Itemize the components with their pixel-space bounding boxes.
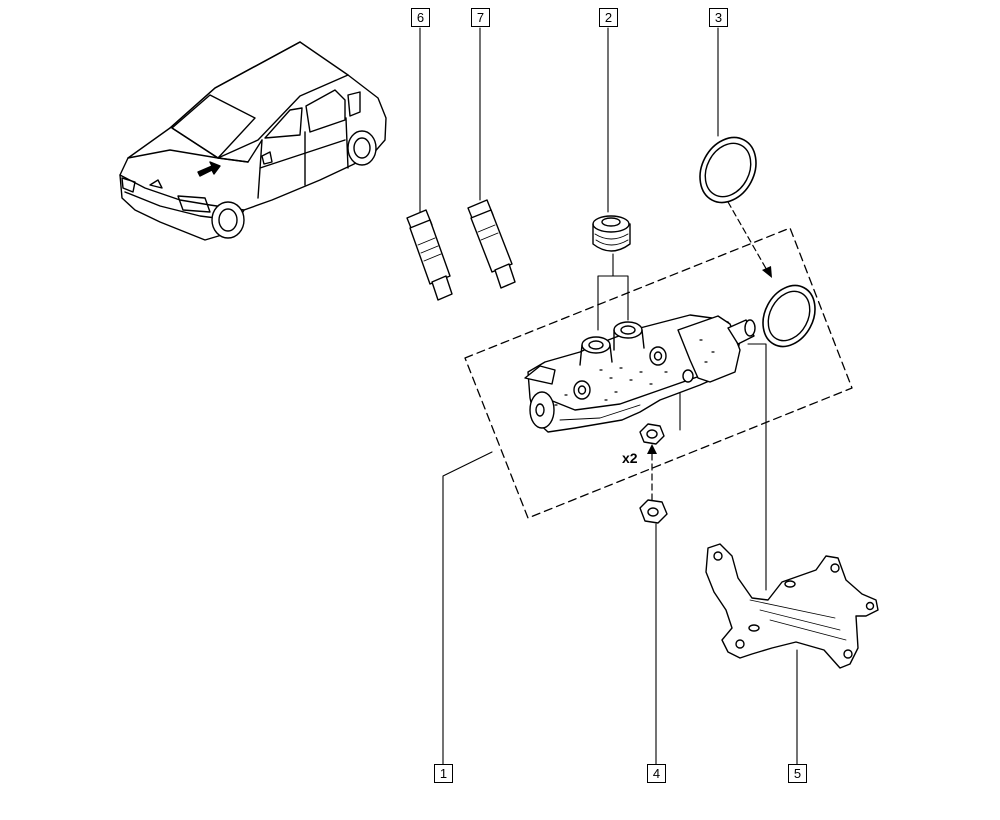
quantity-note: x2: [622, 450, 638, 466]
master-cylinder-part-1: [524, 314, 756, 433]
callout-5: 5: [788, 764, 807, 783]
mounting-bracket-part-5: [705, 543, 879, 669]
reservoir-grommet-part-2: [592, 215, 631, 252]
car-overview-illustration: [119, 41, 387, 241]
callout-7: 7: [471, 8, 490, 27]
assembly-dashed-boundary: [464, 227, 853, 519]
callout-2: 2: [599, 8, 618, 27]
callout-leaders: [419, 27, 798, 765]
callout-3: 3: [709, 8, 728, 27]
nut-part-4-upper: [639, 423, 665, 445]
seal-ring-part-3: [699, 136, 816, 348]
arrow-heads: [647, 266, 772, 454]
bleed-screw-part-6: [406, 209, 453, 301]
bleed-screw-part-7: [467, 199, 516, 289]
nut-part-4-lower: [639, 499, 668, 524]
callout-1: 1: [434, 764, 453, 783]
assembly-direction-arrows: [651, 201, 769, 501]
callout-4: 4: [647, 764, 666, 783]
callout-6: 6: [411, 8, 430, 27]
